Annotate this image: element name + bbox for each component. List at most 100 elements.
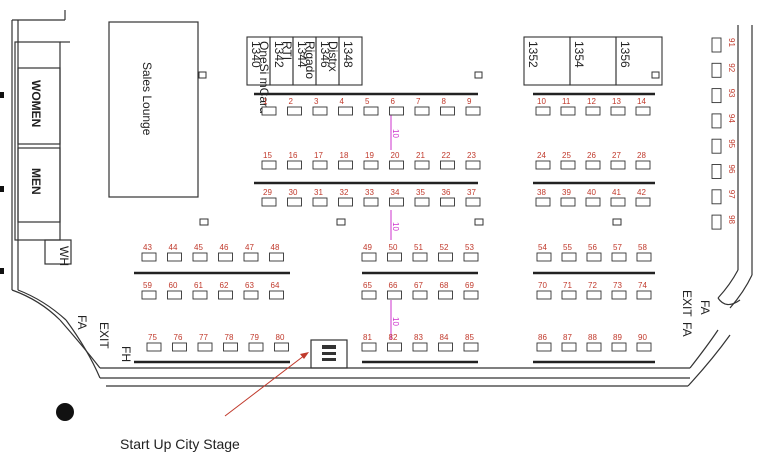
booth bbox=[248, 342, 264, 352]
booth-number: 79 bbox=[250, 333, 259, 342]
booth-number: 22 bbox=[442, 151, 451, 160]
booth-number: 59 bbox=[143, 281, 152, 290]
booth-number: 61 bbox=[194, 281, 203, 290]
booth bbox=[535, 106, 551, 116]
booth bbox=[463, 252, 479, 262]
booth bbox=[197, 342, 213, 352]
booth-number: 89 bbox=[613, 333, 622, 342]
booth-number: 46 bbox=[220, 243, 229, 252]
booth bbox=[535, 197, 551, 207]
booth bbox=[711, 214, 722, 230]
booth bbox=[610, 197, 626, 207]
booth-number: 4 bbox=[340, 97, 345, 106]
booth-number: 14 bbox=[637, 97, 646, 106]
booth bbox=[141, 252, 157, 262]
booth-number: 12 bbox=[587, 97, 596, 106]
booth-number: 23 bbox=[467, 151, 476, 160]
men-label: MEN bbox=[29, 168, 43, 195]
booth bbox=[389, 197, 404, 207]
booth bbox=[363, 160, 379, 170]
booth-number: 50 bbox=[389, 243, 398, 252]
booth bbox=[172, 342, 187, 352]
women-label: WOMEN bbox=[29, 80, 43, 127]
booth bbox=[711, 62, 722, 78]
booth bbox=[412, 290, 428, 300]
booth bbox=[463, 290, 479, 300]
booth bbox=[167, 290, 182, 300]
booth-number: 96 bbox=[727, 165, 736, 174]
booth bbox=[635, 197, 651, 207]
booth bbox=[312, 197, 328, 207]
booth-number: 92 bbox=[727, 63, 736, 72]
booth-number: 97 bbox=[727, 190, 736, 199]
booth-number: 67 bbox=[414, 281, 423, 290]
booth bbox=[389, 106, 404, 116]
booth bbox=[192, 290, 208, 300]
booth bbox=[274, 342, 289, 352]
booth-number: 65 bbox=[363, 281, 372, 290]
booth bbox=[585, 197, 601, 207]
fa-right-top-label: FA bbox=[698, 300, 712, 315]
booth bbox=[711, 37, 722, 53]
booth-number: 74 bbox=[638, 281, 647, 290]
booth-number: 56 bbox=[588, 243, 597, 252]
booth-number: 3 bbox=[314, 97, 319, 106]
booth bbox=[361, 342, 377, 352]
booth bbox=[414, 160, 430, 170]
booth bbox=[338, 160, 353, 170]
booth-number: 9 bbox=[467, 97, 472, 106]
booth-number: 16 bbox=[289, 151, 298, 160]
booth-number: 43 bbox=[143, 243, 152, 252]
booth-number: 44 bbox=[169, 243, 178, 252]
booth-number: 6 bbox=[391, 97, 396, 106]
sales-lounge-label: Sales Lounge bbox=[140, 62, 154, 136]
meeting-room-number: 1348 bbox=[341, 41, 355, 68]
booth-number: 29 bbox=[263, 188, 272, 197]
booth-number: 40 bbox=[587, 188, 596, 197]
booth-number: 55 bbox=[563, 243, 572, 252]
booth-number: 86 bbox=[538, 333, 547, 342]
booth bbox=[338, 106, 353, 116]
booth bbox=[440, 160, 455, 170]
booth bbox=[635, 106, 651, 116]
booth bbox=[440, 106, 455, 116]
booth bbox=[218, 252, 233, 262]
booth bbox=[585, 160, 601, 170]
booth-number: 34 bbox=[391, 188, 400, 197]
booth bbox=[536, 290, 552, 300]
booth bbox=[611, 342, 627, 352]
booth-number: 49 bbox=[363, 243, 372, 252]
booth bbox=[636, 252, 652, 262]
fa-left-label: FA bbox=[75, 315, 89, 330]
meeting-room-company: RTI bbox=[280, 41, 294, 60]
stage-caption: Start Up City Stage bbox=[120, 436, 240, 452]
booth bbox=[146, 342, 162, 352]
booth bbox=[610, 160, 626, 170]
booth bbox=[438, 290, 453, 300]
booth bbox=[261, 106, 277, 116]
booth bbox=[636, 290, 652, 300]
meeting-room-number: 1352 bbox=[526, 41, 540, 68]
booth bbox=[635, 160, 651, 170]
booth bbox=[438, 252, 453, 262]
booth-number: 82 bbox=[389, 333, 398, 342]
booth bbox=[465, 197, 481, 207]
booth bbox=[711, 88, 722, 104]
booth bbox=[536, 252, 552, 262]
booth bbox=[611, 252, 627, 262]
booth bbox=[269, 290, 284, 300]
door-marker bbox=[199, 218, 209, 226]
booth-number: 66 bbox=[389, 281, 398, 290]
booth-number: 26 bbox=[587, 151, 596, 160]
door-marker bbox=[474, 71, 483, 79]
booth bbox=[438, 342, 453, 352]
booth-number: 36 bbox=[442, 188, 451, 197]
booth-number: 64 bbox=[271, 281, 280, 290]
meeting-room-company: Rigado bbox=[303, 41, 317, 79]
aisle-width-label: 10 bbox=[391, 129, 400, 138]
booth bbox=[561, 290, 577, 300]
booth bbox=[561, 252, 577, 262]
booth bbox=[218, 290, 233, 300]
booth-number: 7 bbox=[416, 97, 421, 106]
